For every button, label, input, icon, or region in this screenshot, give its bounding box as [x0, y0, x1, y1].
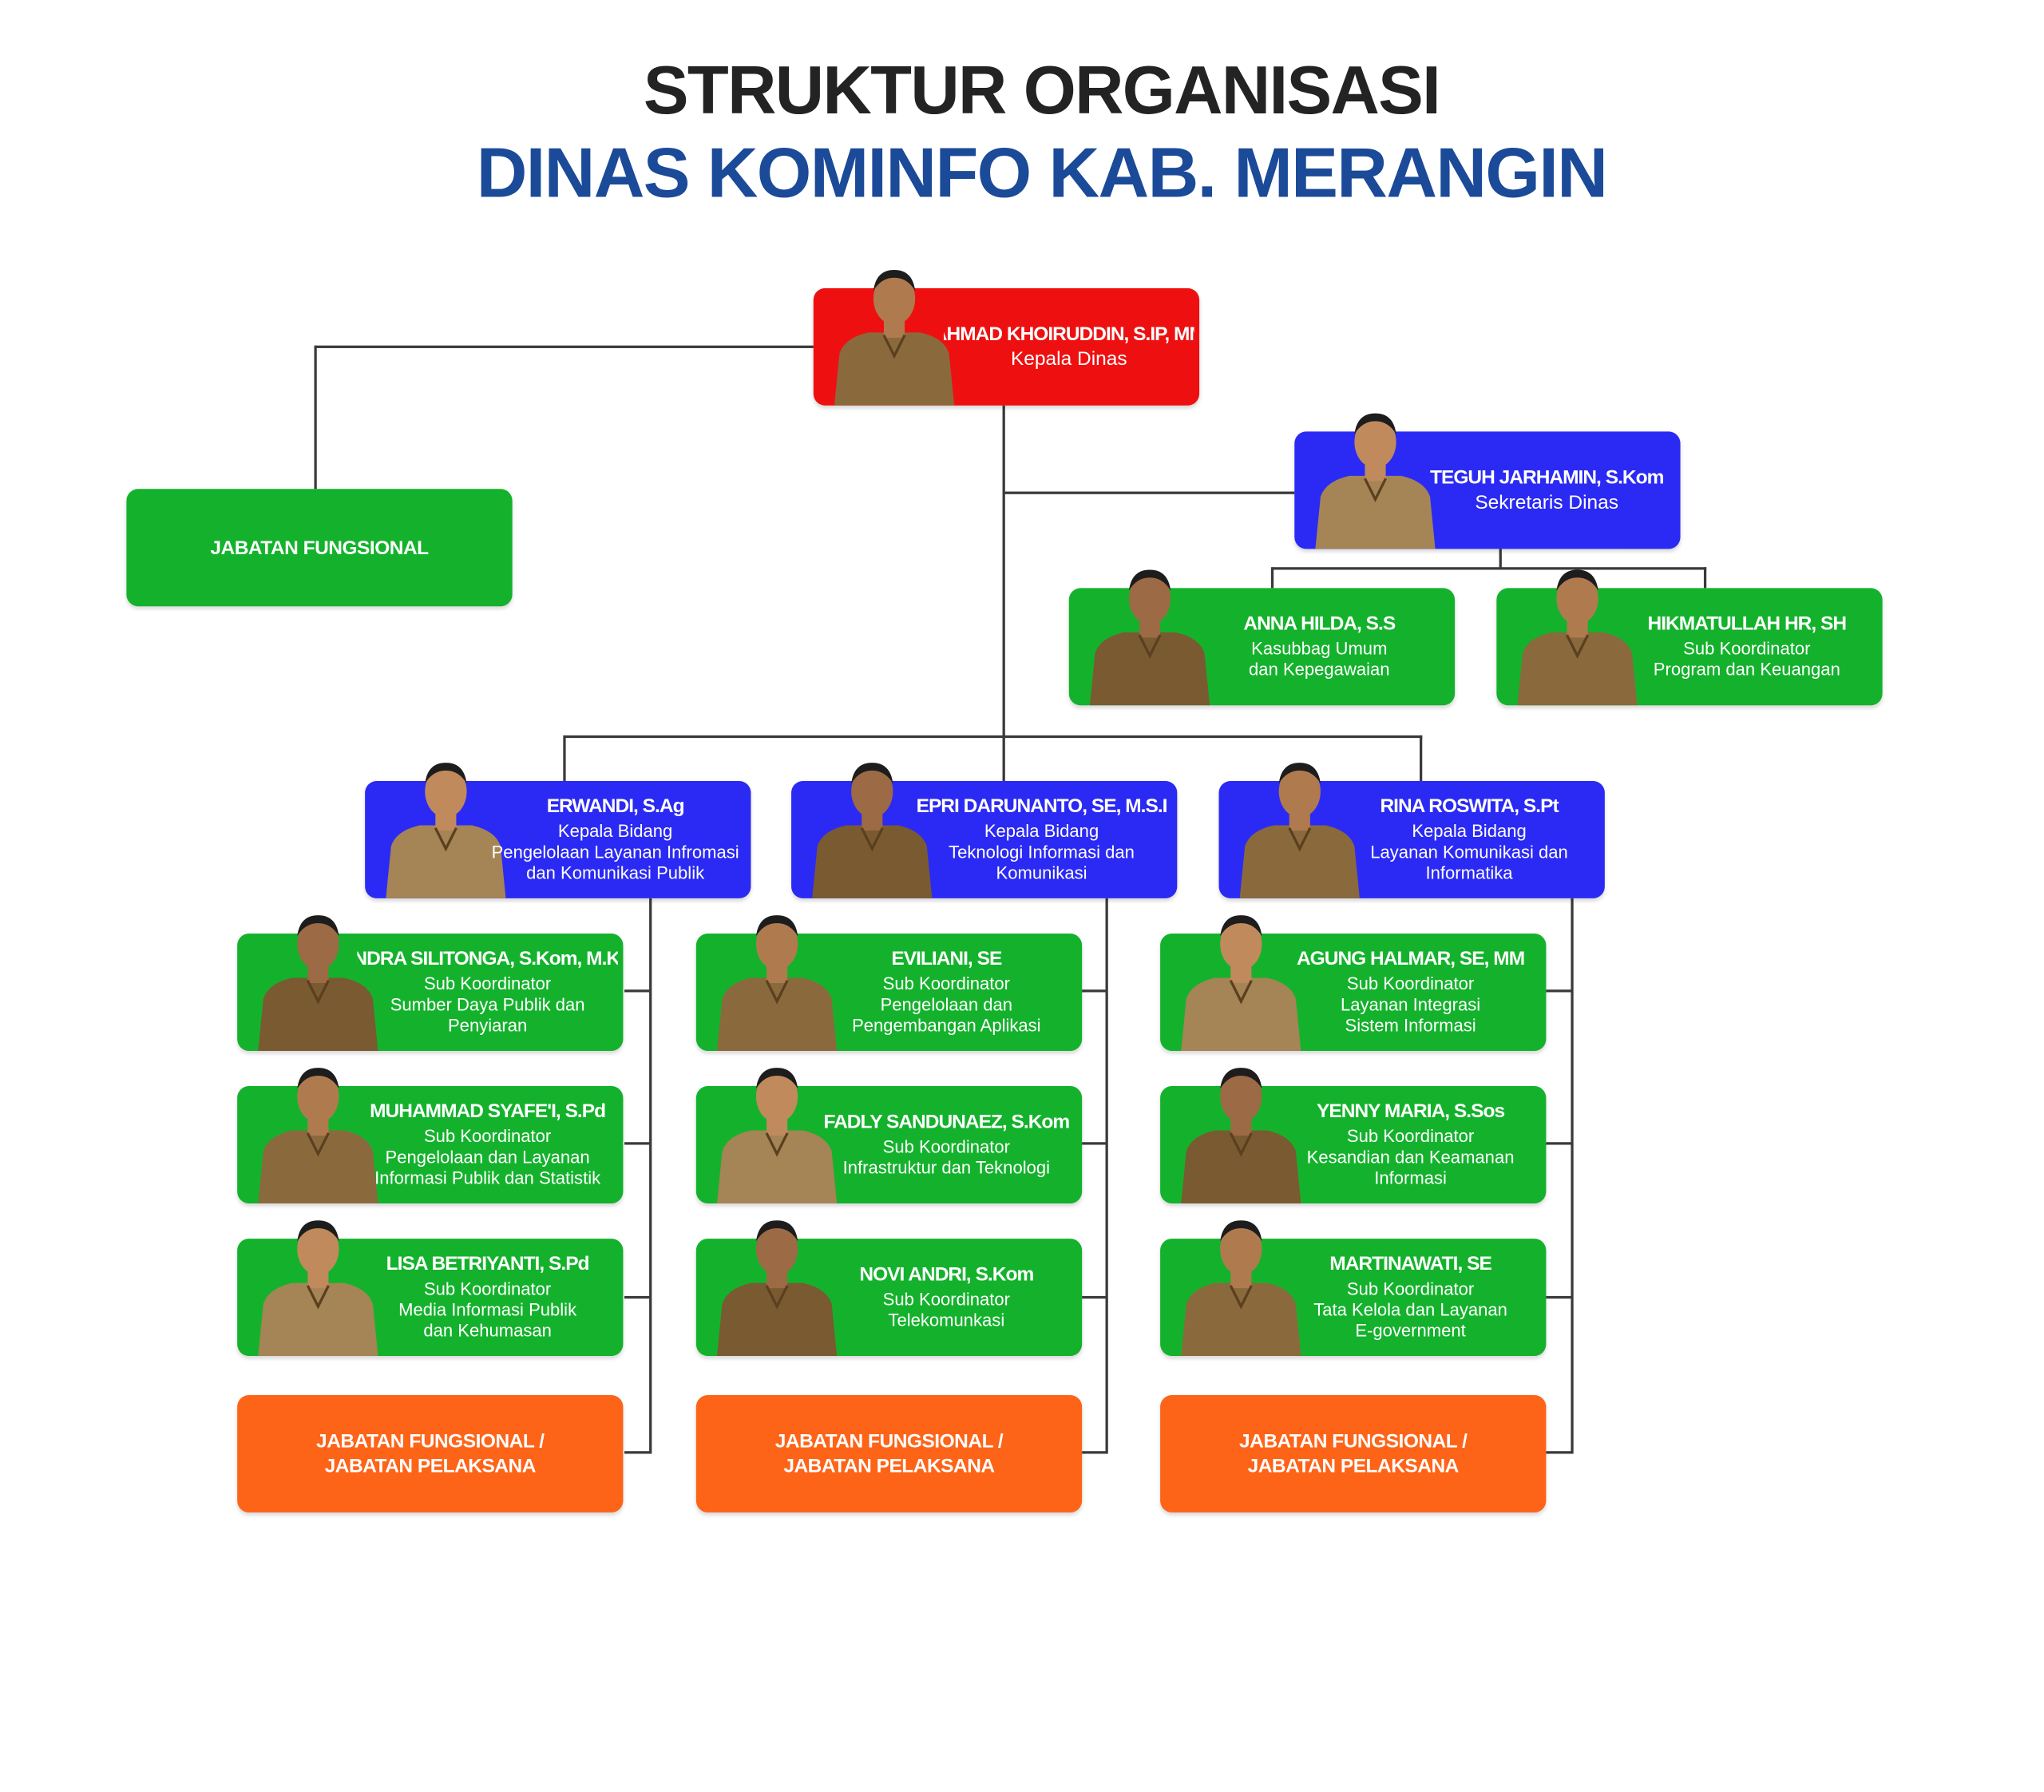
person-role: Kepala Bidang Pengelolaan Layanan Infrom… [491, 821, 739, 883]
subkoordinator-card: HIKMATULLAH HR, SH Sub Koordinator Progra… [1496, 569, 1883, 706]
person-name: AGUNG HALMAR, SE, MM [1296, 947, 1525, 970]
person-name: NOVI ANDRI, S.Kom [859, 1263, 1034, 1286]
title-line-2: DINAS KOMINFO KAB. MERANGIN [476, 134, 1608, 213]
person-role: Sub Koordinator Kesandian dan Keamanan I… [1306, 1126, 1515, 1188]
connector [314, 345, 317, 490]
person-photo [1512, 559, 1642, 706]
person-photo [1176, 1210, 1306, 1357]
connector [1270, 567, 1274, 589]
person-name: TEGUH JARHAMIN, S.Kom [1429, 466, 1664, 490]
person-role: Sub Koordinator Layanan Integrasi Sistem… [1340, 973, 1481, 1036]
person-role: Sub Koordinator Infrastruktur dan Teknol… [842, 1136, 1051, 1178]
person-name: LISA BETRIYANTI, S.Pd [386, 1253, 590, 1275]
person-role: Kepala Dinas [1010, 347, 1127, 371]
connector [1002, 405, 1005, 781]
connector [1082, 989, 1107, 993]
person-role: Sekretaris Dinas [1475, 491, 1619, 514]
person-role: Sub Koordinator Sumber Daya Publik dan P… [390, 973, 585, 1036]
connector [1546, 1142, 1573, 1145]
person-photo [1310, 403, 1440, 549]
person-name: MUHAMMAD SYAFE'I, S.Pd [370, 1100, 606, 1123]
person-photo [1176, 905, 1306, 1051]
connector [315, 345, 814, 348]
connector [1004, 491, 1295, 494]
person-photo [829, 260, 959, 406]
person-name: HENDRA SILITONGA, S.Kom, M.Kom [357, 947, 618, 970]
connector [1546, 989, 1573, 993]
connector [563, 735, 566, 781]
person-photo [711, 905, 842, 1051]
person-photo [253, 1057, 383, 1203]
jabatan-fungsional-card: JABATAN FUNGSIONAL [126, 489, 513, 607]
connector [1571, 898, 1574, 1454]
connector [1499, 549, 1502, 569]
person-role: Kasubbag Umum dan Kepegawaian [1249, 639, 1390, 680]
jabatan-pelaksana-card: JABATAN FUNGSIONAL / JABATAN PELAKSANA [695, 1394, 1083, 1512]
person-photo [711, 1210, 842, 1357]
jabatan-pelaksana-card: JABATAN FUNGSIONAL / JABATAN PELAKSANA [237, 1394, 624, 1512]
connector [624, 1142, 651, 1145]
person-role: Sub Koordinator Pengelolaan dan Layanan … [374, 1126, 601, 1188]
person-photo [1176, 1057, 1306, 1203]
connector [564, 735, 1423, 739]
connector [1546, 1451, 1573, 1454]
connector [1082, 1142, 1107, 1145]
subkoordinator-card: MARTINAWATI, SE Sub Koordinator Tata Kelo… [1160, 1220, 1547, 1357]
person-name: HIKMATULLAH HR, SH [1647, 613, 1848, 636]
person-name: EPRI DARUNANTO, SE, M.S.I [916, 795, 1168, 818]
connector [649, 898, 652, 1454]
connector [1272, 567, 1707, 570]
person-role: Sub Koordinator Telekomunkasi [882, 1289, 1010, 1330]
person-photo [807, 752, 937, 898]
person-role: Kepala Bidang Layanan Komunikasi dan Inf… [1370, 821, 1568, 883]
subkoordinator-card: EVILIANI, SE Sub Koordinator Pengelolaan … [695, 915, 1083, 1051]
connector [1420, 735, 1423, 781]
connector [624, 1295, 651, 1299]
person-role: Sub Koordinator Media Informasi Publik d… [398, 1279, 577, 1341]
person-photo [1084, 559, 1214, 706]
connector [624, 1451, 651, 1454]
connector [1082, 1295, 1107, 1299]
person-photo [711, 1057, 842, 1203]
person-photo [1234, 752, 1365, 898]
connector [1082, 1451, 1107, 1454]
connector [1546, 1295, 1573, 1299]
person-role: Sub Koordinator Pengelolaan dan Pengemba… [852, 973, 1041, 1036]
connector [1105, 898, 1108, 1454]
person-name: RINA ROSWITA, S.Pt [1380, 795, 1559, 818]
title-line-1: STRUKTUR ORGANISASI [643, 53, 1441, 129]
person-name: EVILIANI, SE [891, 947, 1002, 970]
jabatan-pelaksana-card: JABATAN FUNGSIONAL / JABATAN PELAKSANA [1160, 1394, 1547, 1512]
person-name: AHMAD KHOIRUDDIN, S.IP, MM [944, 323, 1194, 346]
person-role: Kepala Bidang Teknologi Informasi dan Ko… [949, 821, 1135, 883]
person-photo [253, 905, 383, 1051]
person-role: Sub Koordinator Program dan Keuangan [1653, 639, 1840, 680]
person-role: Sub Koordinator Tata Kelola dan Layanan … [1313, 1279, 1507, 1341]
person-photo [253, 1210, 383, 1357]
person-name: FADLY SANDUNAEZ, S.Kom [823, 1111, 1070, 1133]
kepala-bidang-card: EPRI DARUNANTO, SE, M.S.I Kepala Bidang T… [791, 763, 1178, 898]
person-photo [381, 752, 511, 898]
person-name: YENNY MARIA, S.Sos [1317, 1100, 1505, 1123]
person-name: ANNA HILDA, S.S [1243, 613, 1396, 636]
subkoordinator-card: AGUNG HALMAR, SE, MM Sub Koordinator Laya… [1160, 915, 1547, 1051]
connector [624, 989, 651, 993]
connector [1703, 567, 1707, 589]
kasubbag-card: ANNA HILDA, S.S Kasubbag Umum dan Kepegaw… [1068, 569, 1456, 706]
person-name: MARTINAWATI, SE [1329, 1253, 1492, 1275]
person-name: ERWANDI, S.Ag [546, 795, 685, 818]
